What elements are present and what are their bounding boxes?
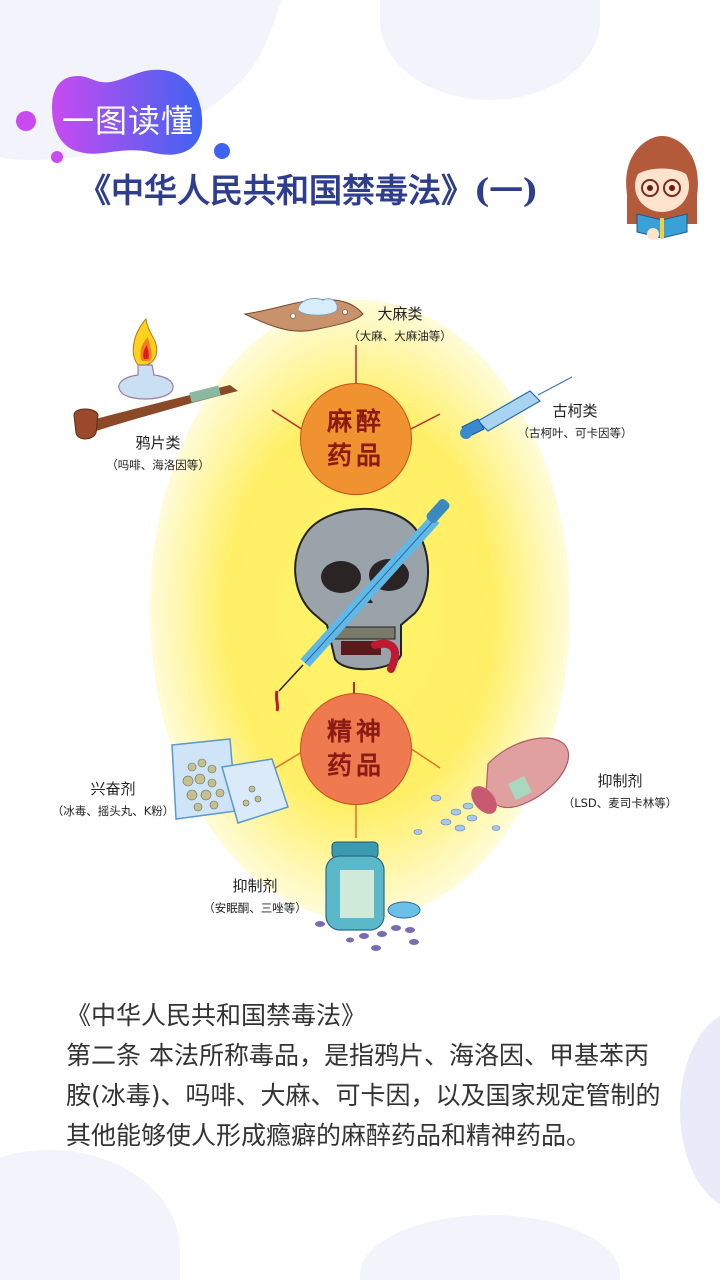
cannabis-powder-icon: [243, 297, 364, 332]
item-examples: （古柯叶、可卡因等）: [517, 426, 633, 440]
item-examples: （吗啡、海洛因等）: [106, 458, 210, 472]
pill-bag-icon: [171, 738, 289, 824]
category-label-line1: 麻醉: [326, 407, 385, 436]
category-label-line1: 精神: [326, 717, 385, 746]
badge-blob: [16, 69, 230, 163]
law-article-block: 《中华人民共和国禁毒法》 第二条 本法所称毒品，是指鸦片、海洛因、甲基苯丙胺(冰…: [66, 996, 666, 1156]
girl-reading-icon: [626, 136, 698, 240]
syringe-icon: [460, 376, 573, 439]
category-psychotropic-drugs: 精神 药品: [300, 693, 412, 805]
item-opium: 鸦片类 （吗啡、海洛因等）: [88, 432, 228, 473]
item-examples: （LSD、麦司卡林等）: [562, 796, 678, 810]
item-name: 兴奋剂: [90, 780, 136, 798]
law-source: 《中华人民共和国禁毒法》: [66, 1001, 367, 1030]
category-narcotic-drugs: 麻醉 药品: [300, 383, 412, 495]
skull-syringe-icon: [274, 498, 450, 712]
category-label-line2: 药品: [326, 751, 385, 780]
item-depressants-lsd: 抑制剂 （LSD、麦司卡林等）: [545, 770, 695, 811]
item-name: 古柯类: [552, 402, 598, 420]
item-depressants-sleep: 抑制剂 （安眠酮、三唑等）: [185, 875, 325, 916]
item-stimulants: 兴奋剂 （冰毒、摇头丸、K粉）: [38, 778, 188, 819]
item-name: 鸦片类: [135, 434, 181, 452]
page-title: 《中华人民共和国禁毒法》(一): [78, 171, 539, 210]
item-name: 大麻类: [377, 305, 423, 323]
item-name: 抑制剂: [232, 877, 278, 895]
pill-jar-icon: [315, 841, 421, 951]
item-examples: （冰毒、摇头丸、K粉）: [51, 804, 175, 818]
item-examples: （安眠酮、三唑等）: [203, 901, 307, 915]
item-coca: 古柯类 （古柯叶、可卡因等）: [505, 400, 645, 441]
law-article-text: 第二条 本法所称毒品，是指鸦片、海洛因、甲基苯丙胺(冰毒)、吗啡、大麻、可卡因，…: [66, 1041, 661, 1150]
opium-lamp-pipe-icon: [73, 317, 238, 440]
item-cannabis: 大麻类 （大麻、大麻油等）: [330, 303, 470, 344]
spilled-pill-bottle-icon: [413, 737, 570, 835]
badge-label: 一图读懂: [62, 102, 195, 140]
item-name: 抑制剂: [597, 772, 643, 790]
category-label-line2: 药品: [326, 441, 385, 470]
item-examples: （大麻、大麻油等）: [348, 329, 452, 343]
